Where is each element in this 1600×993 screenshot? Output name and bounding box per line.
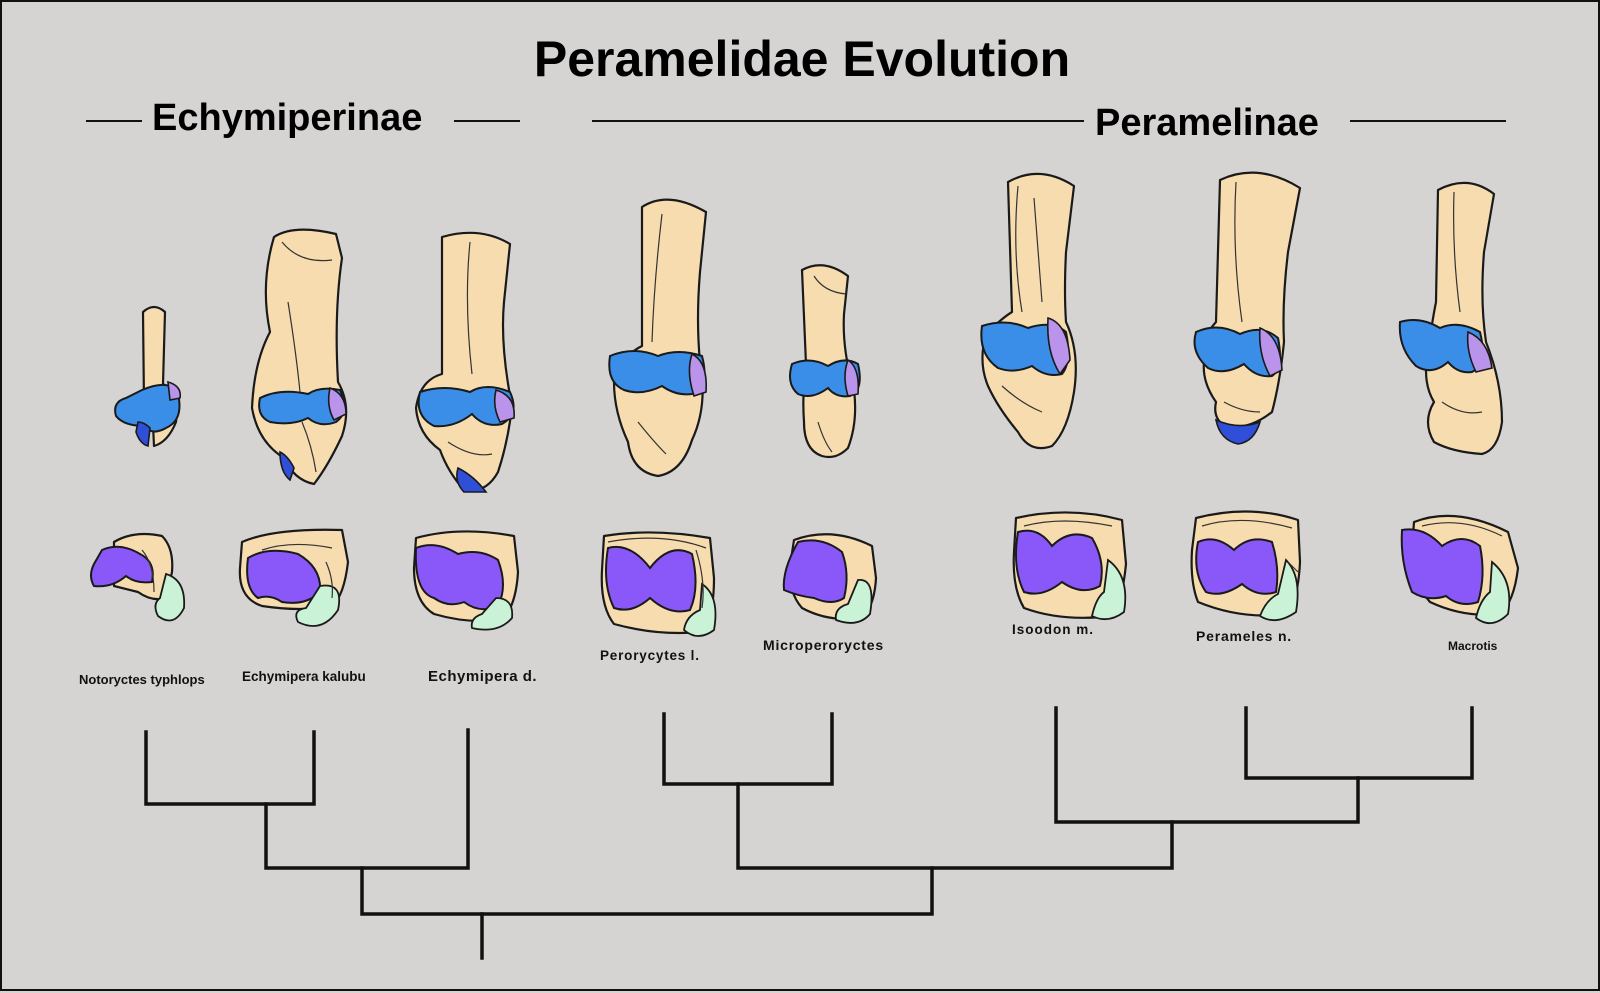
taxon-label-echymipera-d: Echymipera d. xyxy=(428,668,538,685)
bone-microperoryctes-distal xyxy=(782,533,878,624)
echymiperinae-rule-left xyxy=(86,120,142,122)
bone-microperoryctes-lateral xyxy=(789,264,861,459)
bone-notoryctes-lateral xyxy=(114,305,182,448)
taxon-label-macrotis: Macrotis xyxy=(1448,639,1498,653)
phylogenetic-tree xyxy=(144,706,1474,960)
bone-macrotis-lateral xyxy=(1398,181,1504,456)
tree-clade-isoodon xyxy=(1054,706,1360,824)
tree-clade-peroryctes-micro xyxy=(662,712,834,786)
echymiperinae-rule-right xyxy=(454,120,520,122)
bone-echymipera-d-lateral xyxy=(414,231,515,493)
tree-clade-root xyxy=(360,866,934,916)
diagram-title: Peramelidae Evolution xyxy=(533,31,1071,87)
taxon-label-notoryctes: Notoryctes typhlops xyxy=(79,672,205,687)
bone-echymipera-kalubu-distal xyxy=(238,528,350,627)
tree-clade-peramelinae xyxy=(736,782,1174,870)
taxon-label-echymipera-kalubu: Echymipera kalubu xyxy=(242,669,366,684)
tree-clade-notoryctes-kalubu xyxy=(144,730,316,806)
subfamily-echymiperinae: Echymiperinae xyxy=(152,97,423,139)
bone-echymipera-d-distal xyxy=(412,530,520,631)
tree-clade-echymiperinae xyxy=(264,728,470,870)
bone-isoodon-lateral xyxy=(980,172,1077,450)
bone-echymipera-kalubu-lateral xyxy=(250,228,348,486)
taxon-label-isoodon: Isoodon m. xyxy=(1012,622,1094,637)
bone-isoodon-distal xyxy=(1012,511,1128,621)
peramelinae-rule-right xyxy=(1350,120,1506,122)
subfamily-peramelinae: Peramelinae xyxy=(1095,102,1319,144)
bone-notoryctes-distal xyxy=(90,532,186,622)
bone-macrotis-distal xyxy=(1400,514,1520,624)
peramelinae-rule-left xyxy=(592,120,1084,122)
bone-perameles-distal xyxy=(1190,510,1302,622)
tree-clade-perameles-macrotis xyxy=(1244,706,1474,780)
taxon-label-peroryctes: Perorycytes l. xyxy=(600,648,700,663)
bone-perameles-lateral xyxy=(1193,171,1302,445)
taxon-label-microperoryctes: Microperoryctes xyxy=(763,637,884,653)
bone-peroryctes-distal xyxy=(600,531,717,637)
taxon-label-perameles: Perameles n. xyxy=(1196,628,1292,644)
bone-peroryctes-lateral xyxy=(608,198,708,478)
